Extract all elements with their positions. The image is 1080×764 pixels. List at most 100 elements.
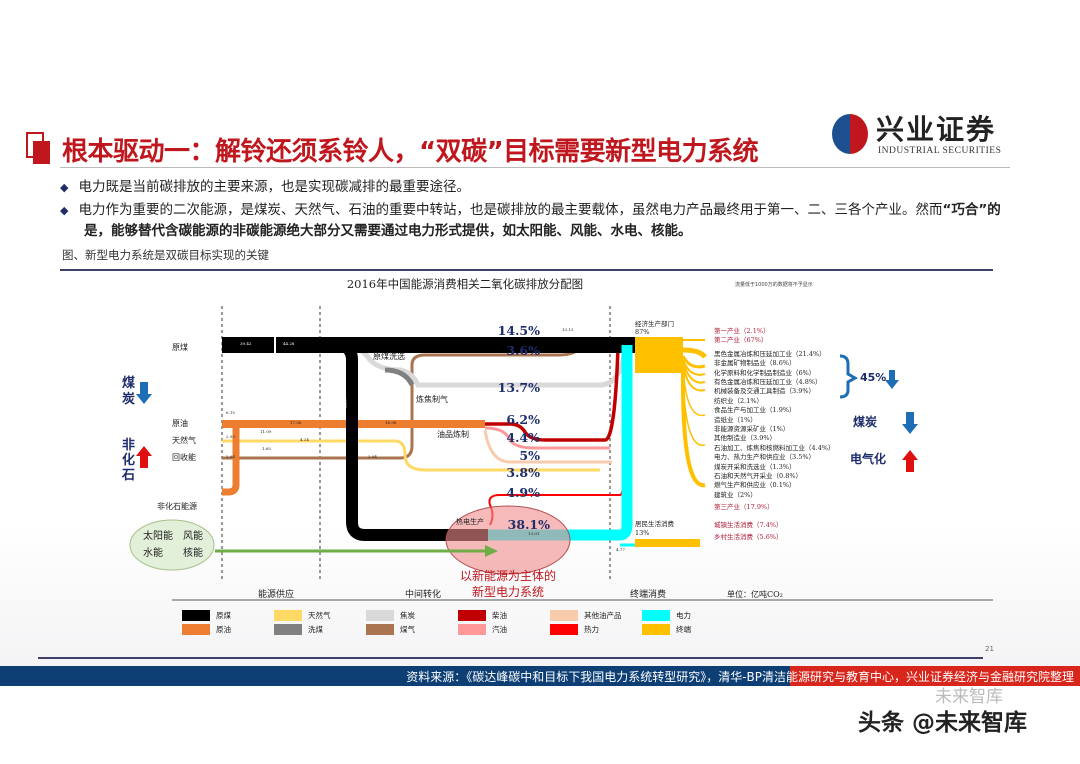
sector-label: 非金属矿物制品业（8.6%） — [714, 359, 796, 368]
sector-label: 非能源资源采矿业（1%） — [714, 425, 790, 433]
legend-swatch — [182, 610, 210, 621]
legend-item: 汽油 — [458, 624, 507, 635]
sector-label: 黑色金属冶炼和压延加工业（21.4%） — [714, 349, 826, 358]
source-label: 原煤 — [172, 343, 188, 352]
source-label: 原油 — [172, 419, 188, 428]
stage-label: 终端消费 — [630, 590, 667, 600]
legend-item: 电力 — [642, 610, 691, 621]
legend-label: 原煤 — [216, 611, 231, 620]
nonfossil-label: 太阳能 — [143, 531, 173, 542]
node-label: 炼焦制气 — [416, 395, 448, 404]
sector-label: 机械装备及交通工具制造（3.9%） — [714, 387, 816, 396]
percent-label: 3.6% — [506, 343, 540, 358]
residential-label: 乡村生活消费（5.6%） — [714, 533, 783, 541]
source-bar: 资料来源：《碳达峰碳中和目标下我国电力系统转型研究》，清华-BP清洁能源研究与教… — [0, 666, 1080, 686]
coal-right-tag: 煤炭 — [853, 415, 878, 429]
flow-value: 4.24 — [300, 437, 309, 442]
sector-label: 石油和天然气开采业（0.8%） — [714, 472, 803, 480]
node-label: 居民生活消费 — [635, 520, 674, 528]
flows — [222, 337, 640, 547]
coal-tag: 煤炭 — [122, 376, 136, 407]
percent-label: 13.7% — [497, 380, 540, 395]
sector-label: 食品生产与加工业（1.9%） — [714, 406, 796, 415]
legend-swatch — [550, 624, 578, 635]
nonfossil-label: 核能 — [183, 548, 203, 559]
flow-other-oil — [483, 429, 612, 464]
flow-value: 17.56 — [290, 420, 302, 425]
arrow-down-icon — [902, 412, 918, 434]
legend-swatch — [366, 624, 394, 635]
node-pct: 13% — [635, 529, 650, 537]
flow-value: 13.13 — [562, 327, 574, 332]
diagram-title: 2016年中国能源消费相关二氧化碳排放分配图 — [346, 277, 584, 291]
title-square-icon — [26, 132, 50, 164]
legend-swatch — [550, 610, 578, 621]
stage-label: 能源供应 — [258, 590, 295, 600]
page-number: 21 — [985, 645, 994, 653]
flow-electricity — [488, 345, 633, 541]
highlight-line: 以新能源为主体的 — [459, 569, 556, 583]
bullet-text: 电力既是当前碳排放的主要来源，也是实现碳减排的最重要途径。 — [78, 179, 470, 195]
legend-swatch — [274, 624, 302, 635]
arrows — [136, 370, 918, 472]
logo-icon — [832, 114, 868, 154]
sector-label: 煤炭开采和洗选业（1.3%） — [714, 462, 796, 471]
flow-value: 39.42 — [240, 341, 252, 346]
legend-item: 终端 — [642, 624, 691, 635]
figure-caption: 图、新型电力系统是双碳目标实现的关键 — [62, 248, 269, 262]
legend-label: 电力 — [676, 611, 691, 620]
sector-fan — [680, 339, 708, 488]
sector-label: 有色金属冶炼和压延加工业（4.8%） — [714, 378, 822, 386]
flow-value: 16.96 — [385, 420, 397, 425]
source-label: 天然气 — [172, 436, 196, 445]
legend-swatch — [642, 624, 670, 635]
electrification-tag: 电气化 — [850, 452, 887, 466]
diagram-note: 流量低于1000万的数据将不予显示 — [735, 282, 813, 288]
percent-label: 4.4% — [506, 430, 540, 445]
node-residential — [635, 539, 700, 547]
page-title: 根本驱动一：解铃还须系铃人，“双碳”目标需要新型电力系统 — [62, 137, 759, 167]
watermark-faint: 未来智库 — [935, 687, 1003, 707]
flow-coal-to-power — [334, 339, 488, 541]
legend-swatch — [182, 624, 210, 635]
legend-item: 天然气 — [274, 610, 331, 621]
watermark: 头条 @未来智库 — [858, 710, 1028, 736]
legend-swatch — [642, 610, 670, 621]
logo-cn: 兴业证券 — [876, 113, 997, 146]
legend-item: 原煤 — [182, 610, 231, 621]
flow-coke — [344, 342, 628, 388]
stage-label: 中间转化 — [405, 590, 442, 600]
source-label: 非化石能源 — [157, 502, 197, 511]
arrow-down-icon — [885, 370, 899, 389]
nonfossil-tag: 非化石 — [122, 438, 136, 483]
legend-label: 煤气 — [400, 625, 415, 634]
flow-value: 2.94 — [226, 454, 235, 459]
legend-label: 洗煤 — [308, 625, 323, 634]
sector-label: 第二产业（67%） — [714, 336, 768, 345]
sector-label: 燃气生产和供应业（0.1%） — [714, 481, 796, 490]
node-label: 原煤洗选 — [373, 352, 405, 361]
legend-item: 柴油 — [458, 610, 507, 621]
legend-swatch — [274, 610, 302, 621]
power-system-ellipse — [445, 505, 571, 575]
nonfossil-ellipse — [129, 519, 215, 571]
arrow-down-icon — [136, 382, 152, 404]
sector-label: 电力、热力生产和供应业（3.5%） — [714, 453, 816, 462]
flow-value: 33.67 — [342, 396, 348, 409]
legend-label: 热力 — [584, 625, 599, 634]
sector-label: 纺织业（2.1%） — [714, 396, 764, 405]
divider — [60, 269, 993, 271]
legend-item: 原油 — [182, 624, 231, 635]
nonfossil-label: 风能 — [183, 531, 203, 542]
node-label: 经济生产部门 — [635, 320, 674, 328]
node-pct: 87% — [635, 328, 650, 336]
flow-value: 2.94 — [368, 454, 377, 459]
percent-label: 3.8% — [506, 465, 540, 480]
sector-label: 其他制造业（3.9%） — [714, 434, 777, 443]
bracket-icon — [839, 354, 859, 399]
percent-label: 4.9% — [506, 485, 540, 500]
flow-crude-oil-branch — [222, 424, 240, 496]
legend-item: 其他油产品 — [550, 610, 622, 621]
bullet-2: ◆电力作为重要的二次能源，是煤炭、天然气、石油的重要中转站，也是碳排放的最主要载… — [60, 200, 1020, 241]
legend-label: 焦炭 — [400, 611, 415, 620]
